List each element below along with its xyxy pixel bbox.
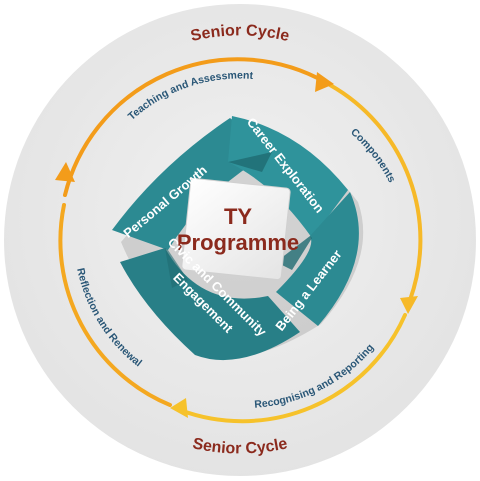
arrow-head-icon [400, 296, 418, 314]
center-title-line1: TY [224, 204, 252, 229]
arrow-head-icon [55, 162, 75, 182]
cycle-arrows [58, 57, 423, 424]
center-box: TY Programme [177, 177, 299, 281]
band-civic-engagement [120, 248, 300, 361]
arrow-head-icon [315, 72, 334, 92]
bottom-title: Senior Cycle [191, 435, 289, 457]
arrow-head-icon [170, 398, 188, 418]
top-title: Senior Cycle [189, 22, 291, 45]
band-career-exploration [228, 116, 348, 238]
band-being-learner [276, 192, 359, 326]
center-title-line2: Programme [177, 230, 299, 255]
